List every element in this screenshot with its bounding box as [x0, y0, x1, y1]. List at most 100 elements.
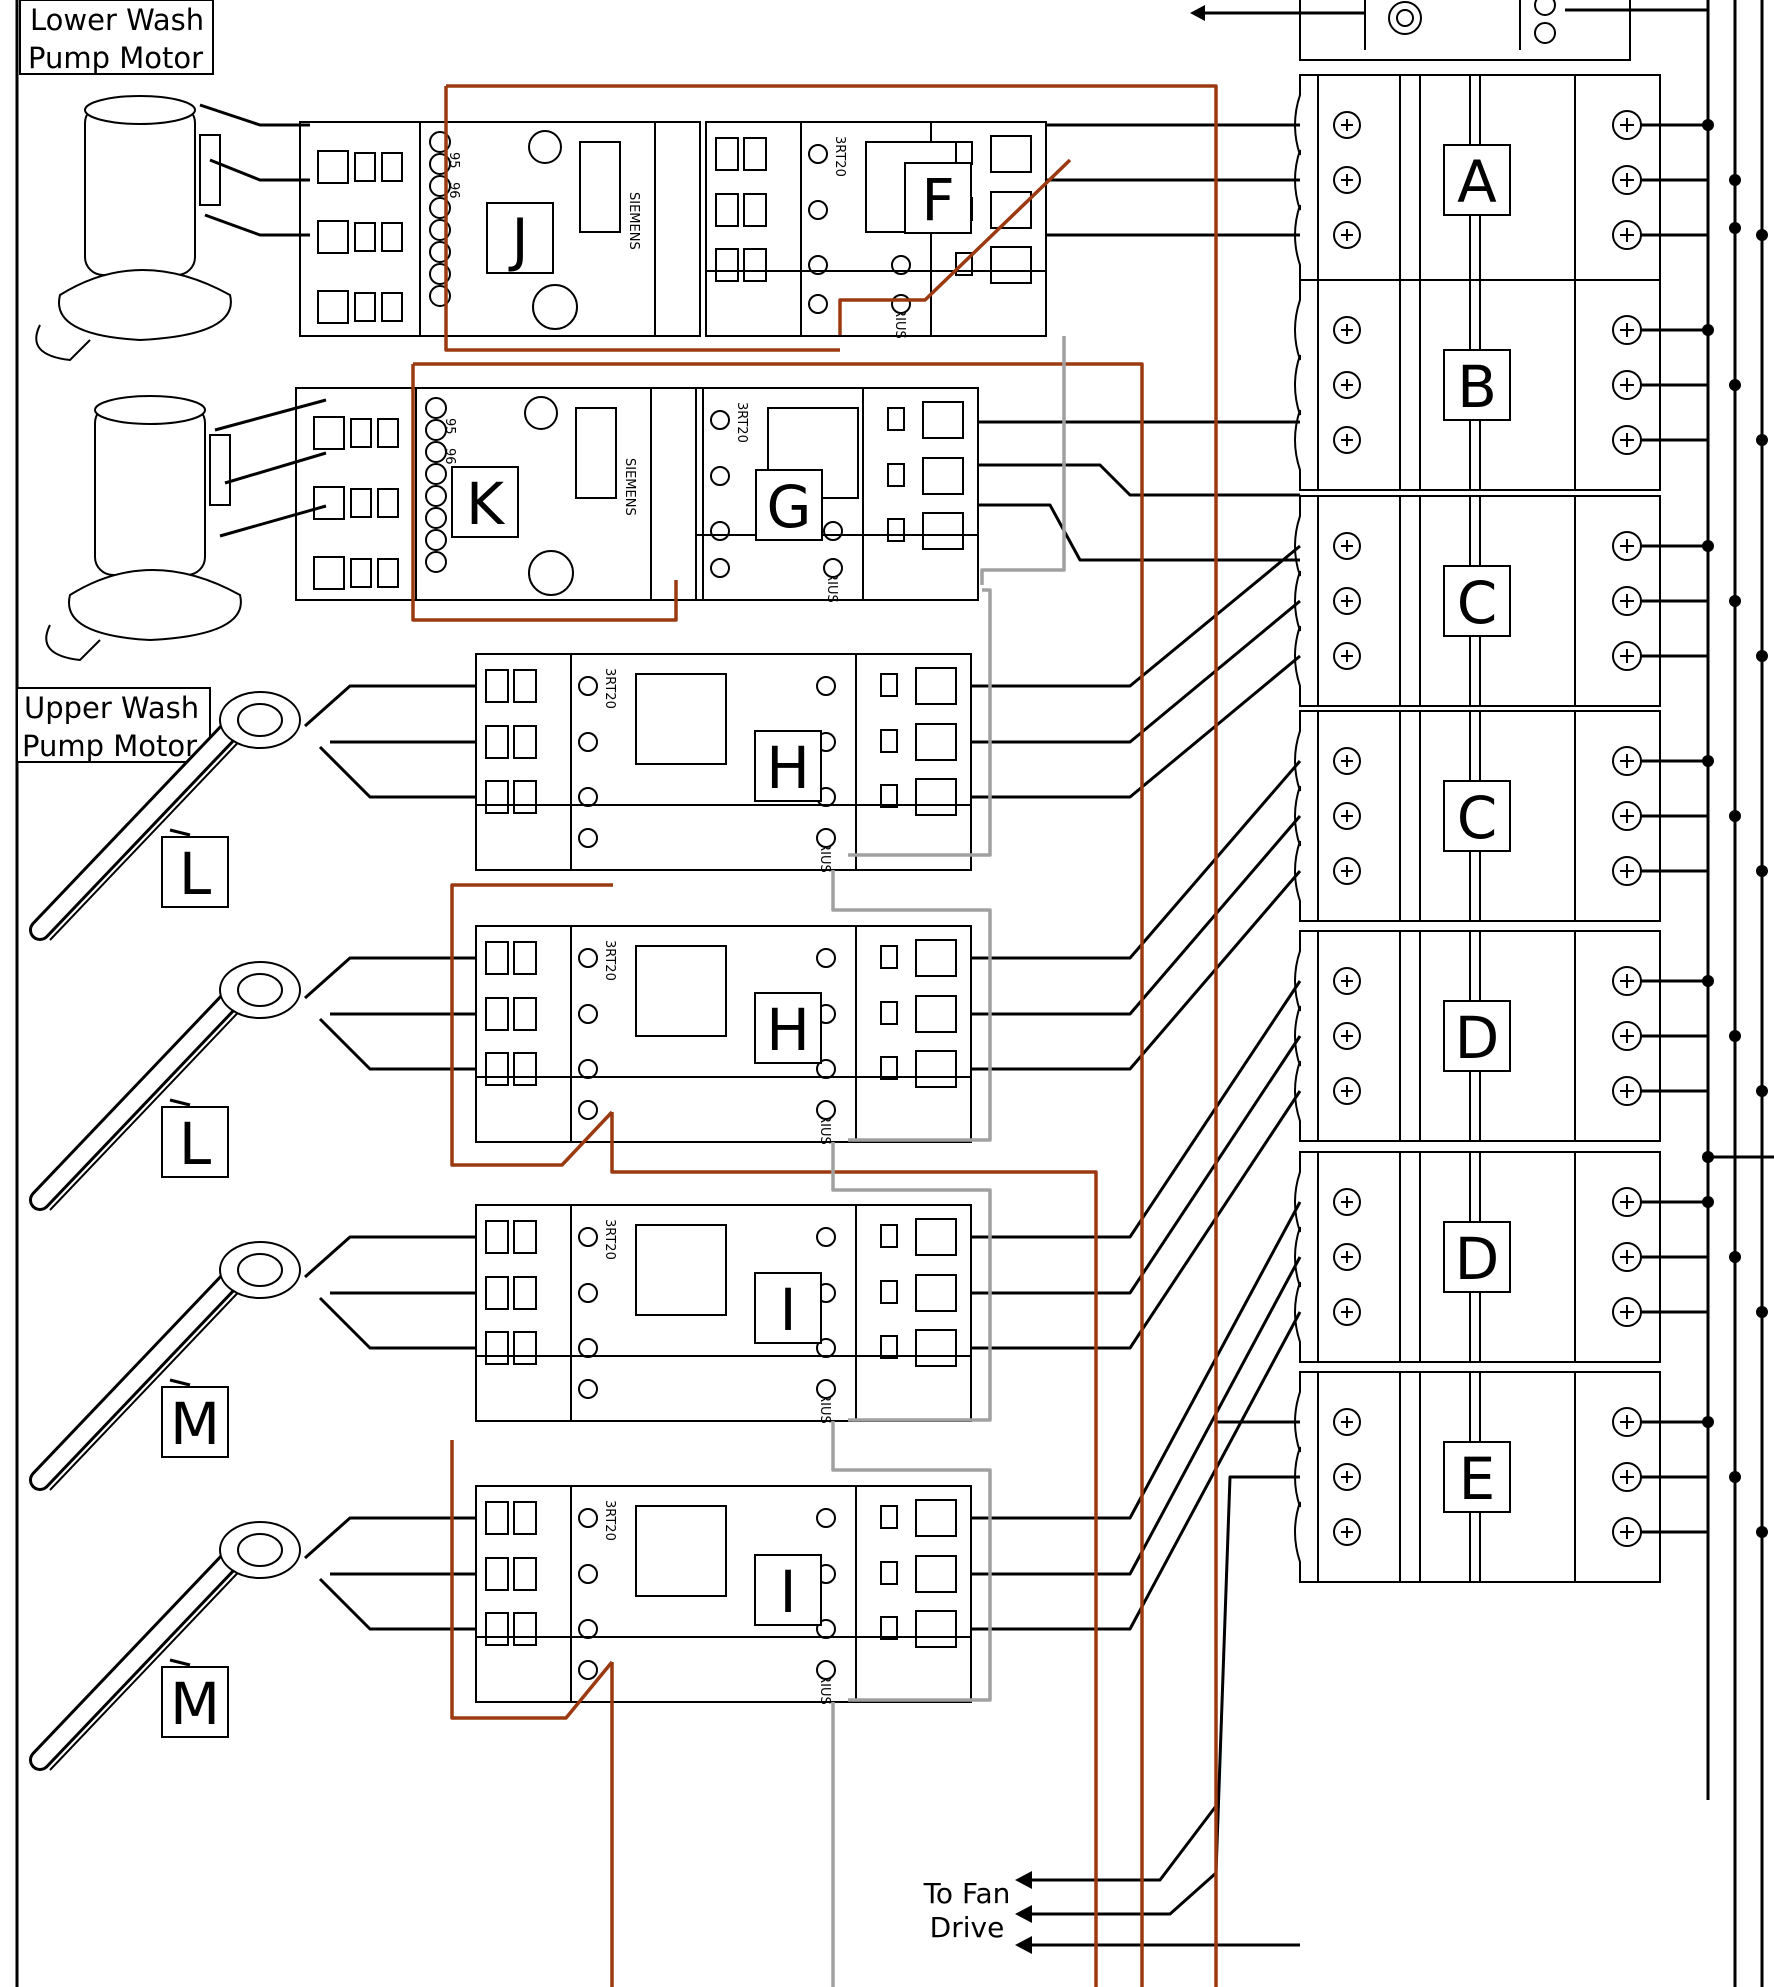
junction-dot [1729, 810, 1741, 822]
contactor-label: H [754, 992, 822, 1064]
bus-drop [1641, 1420, 1710, 1800]
terminal-slot [513, 941, 537, 975]
contactor-label-text: I [779, 1558, 796, 1626]
breaker-screw-right [1612, 315, 1642, 345]
heater-pointer [169, 1098, 191, 1107]
terminal-slot [485, 1501, 509, 1535]
contactor-label: I [754, 1272, 822, 1344]
relay-window [579, 141, 621, 233]
breaker-screw-left [1333, 1188, 1361, 1216]
heater-wire [304, 956, 476, 1000]
contactor-label-frame [904, 162, 972, 234]
terminal-slot [485, 780, 509, 814]
heater-4: M [29, 1521, 301, 1771]
relay-aux-terminal [425, 397, 447, 419]
model-text: 3RT20 [602, 668, 617, 709]
breaker-label-frame [1443, 1221, 1511, 1293]
terminal-slot [880, 1056, 898, 1080]
terminal-slot [915, 1274, 957, 1312]
breaker-5: D [1294, 930, 1708, 1142]
control-loop-outer [444, 86, 840, 352]
load-wire [971, 1035, 1302, 1295]
motor-body [94, 404, 206, 576]
control-run-h [610, 1112, 1098, 1987]
breaker-7: E [1294, 1371, 1708, 1583]
terminal-screw [578, 1059, 598, 1079]
lower-wash-label: Lower Wash Pump Motor [19, 0, 214, 75]
terminal-slot [485, 725, 509, 759]
breaker-label-text: C [1457, 784, 1498, 852]
control-link-h [450, 883, 614, 1167]
relay-terminal [313, 486, 345, 520]
contactor-label-frame [754, 1272, 822, 1344]
terminal-slot [915, 1610, 957, 1648]
terminal-slot [887, 518, 905, 542]
breaker-label-frame [1443, 1000, 1511, 1072]
heater-label-text: L [179, 1110, 211, 1178]
coil-a1 [808, 294, 828, 314]
heater-flange-inner [237, 973, 283, 1007]
terminal-slot [990, 135, 1032, 173]
relay-terminal [317, 290, 349, 324]
terminal-slot [880, 1001, 898, 1025]
load-wire [978, 463, 1300, 497]
motor-wire [209, 158, 310, 182]
t96-text: 96 [442, 448, 457, 465]
relay-dial [528, 130, 562, 164]
load-wire [971, 1201, 1302, 1520]
relay-terminal [381, 152, 403, 182]
relay-dial [532, 284, 578, 330]
heater-flange-inner [237, 1253, 283, 1287]
heater-label-frame [161, 836, 229, 908]
terminal-slot [485, 1052, 509, 1086]
breaker-3: C [1294, 495, 1708, 707]
breaker-label-text: D [1455, 1225, 1500, 1293]
heater-wire [318, 1296, 476, 1350]
contactor-label-frame [754, 992, 822, 1064]
breaker-label-frame [1443, 565, 1511, 637]
terminal-slot [513, 1052, 537, 1086]
heater-flange-inner [237, 1533, 283, 1567]
terminal-slot [715, 137, 739, 171]
relay-window [575, 407, 617, 499]
breaker-screw-right [1612, 220, 1642, 250]
coil-a1 [710, 558, 730, 578]
breaker-2: B [1294, 279, 1708, 491]
relay-aux-terminal [425, 529, 447, 551]
terminal-slot [485, 1276, 509, 1310]
relay-terminal [377, 488, 399, 518]
motor-wire [204, 213, 310, 237]
heater-label: M [161, 1386, 229, 1458]
relay-label: K [451, 466, 519, 538]
load-wire [971, 760, 1302, 960]
terminal-slot [990, 191, 1032, 229]
junction-box [199, 134, 221, 206]
breaker-screw-right [1612, 1462, 1642, 1492]
terminal-screw [808, 144, 828, 164]
breaker-screw-left [1333, 166, 1361, 194]
terminal-slot [880, 1280, 898, 1304]
breaker-label: D [1443, 1221, 1511, 1293]
junction-dot [1702, 755, 1714, 767]
heater-rod-inner [32, 1262, 248, 1488]
terminal-slot [485, 1220, 509, 1254]
breaker-screw-left [1333, 1022, 1361, 1050]
coil-a1 [578, 1379, 598, 1399]
junction-dot [1756, 1085, 1768, 1097]
upper-wash-line2: Pump Motor [22, 729, 197, 763]
breaker-screw-right [1612, 1242, 1642, 1272]
breaker-screw-left [1333, 1077, 1361, 1105]
control-link-i [450, 1440, 614, 1720]
junction-dot [1702, 975, 1714, 987]
control-gray-hh [831, 870, 992, 1142]
terminal-slot [513, 1276, 537, 1310]
breaker-screw-left [1333, 1298, 1361, 1326]
breaker-screw-right [1612, 966, 1642, 996]
breaker-label: A [1443, 144, 1511, 216]
breaker-screw-left [1333, 111, 1361, 139]
pump-outlet [35, 324, 91, 362]
terminal-slot [485, 941, 509, 975]
breaker-screw-left [1333, 221, 1361, 249]
